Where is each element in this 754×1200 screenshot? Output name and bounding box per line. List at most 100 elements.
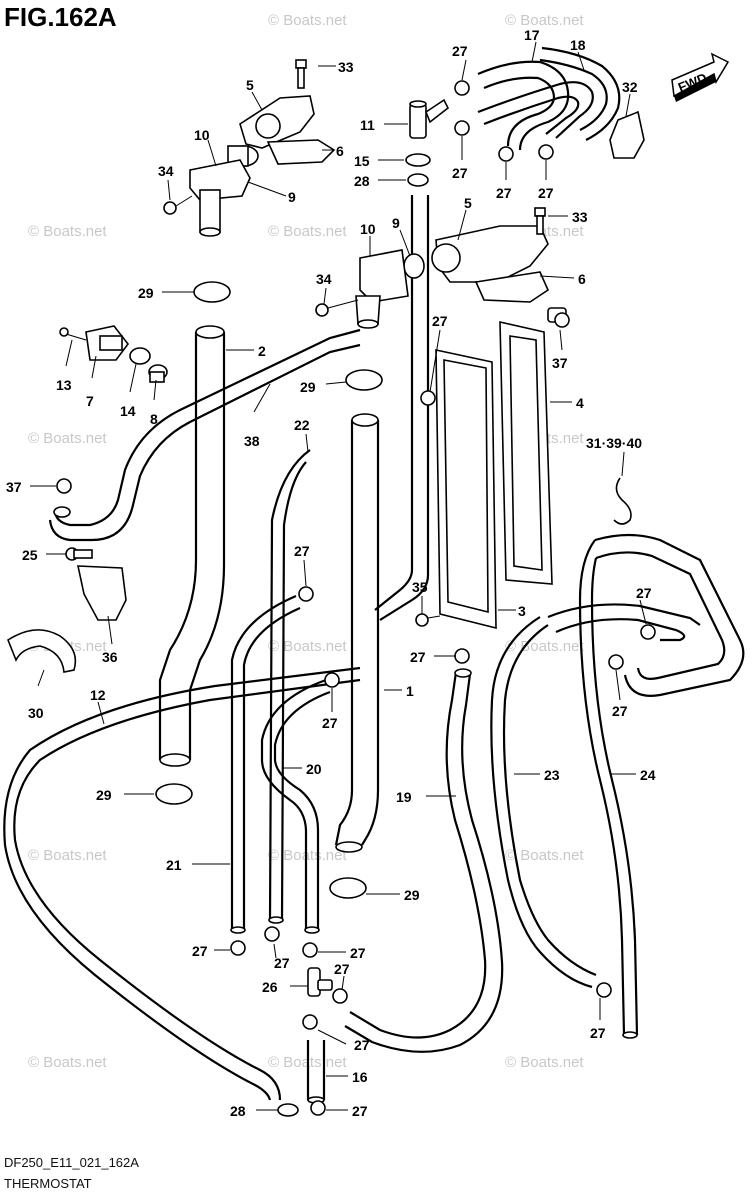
callout-3: 3 <box>518 603 526 619</box>
clamp-29 <box>345 369 383 391</box>
watermark: © Boats.net <box>505 638 584 655</box>
callout-23: 23 <box>544 767 560 783</box>
callout-27: 27 <box>352 1103 368 1119</box>
callout-9: 9 <box>288 189 296 205</box>
gasket-4 <box>499 320 553 585</box>
callout-21: 21 <box>166 857 182 873</box>
watermark: © Boats.net <box>505 1054 584 1071</box>
callout-28: 28 <box>230 1103 246 1119</box>
callout-27: 27 <box>452 165 468 181</box>
watermark: © Boats.net <box>28 847 107 864</box>
callout-8: 8 <box>150 411 158 427</box>
callout-6: 6 <box>336 143 344 159</box>
watermark: © Boats.net <box>268 847 347 864</box>
callout-27: 27 <box>322 715 338 731</box>
figure-title: FIG.162A <box>4 2 117 32</box>
callout-27: 27 <box>636 585 652 601</box>
clamp-28-top <box>407 173 429 187</box>
callout-20: 20 <box>306 761 322 777</box>
callout-27: 27 <box>334 961 350 977</box>
callout-22: 22 <box>294 417 310 433</box>
watermark: © Boats.net <box>268 12 347 29</box>
thermostat-housing-lower <box>315 225 550 329</box>
o-ring-14 <box>129 347 151 365</box>
watermark: © Boats.net <box>28 1054 107 1071</box>
callout-24: 24 <box>640 767 656 783</box>
hose-18 <box>539 58 608 131</box>
callout-27: 27 <box>590 1025 606 1041</box>
callout-27: 27 <box>350 945 366 961</box>
bolt-33-top <box>295 59 307 89</box>
callout-26: 26 <box>262 979 278 995</box>
diagram-code: DF250_E11_021_162A <box>4 1155 139 1170</box>
callout-18: 18 <box>570 37 586 53</box>
callout-31-39-40: 31·39·40 <box>586 435 642 451</box>
callout-19: 19 <box>396 789 412 805</box>
hose-38 <box>53 328 361 527</box>
callout-25: 25 <box>22 547 38 563</box>
callout-2: 2 <box>258 343 266 359</box>
callout-27: 27 <box>294 543 310 559</box>
hose-17 <box>477 60 570 151</box>
callout-11: 11 <box>360 117 375 133</box>
callout-9: 9 <box>392 215 400 231</box>
callout-29: 29 <box>138 285 154 301</box>
hose-1 <box>334 420 354 846</box>
diagram-subtitle: THERMOSTAT <box>4 1176 92 1191</box>
clamp-29 <box>155 783 193 805</box>
callout-4: 4 <box>576 395 584 411</box>
parts <box>7 59 656 1117</box>
callout-29: 29 <box>300 379 316 395</box>
cover-3 <box>435 349 497 630</box>
callout-5: 5 <box>464 195 472 211</box>
hose-23 <box>502 624 597 977</box>
bracket-32 <box>609 110 645 159</box>
hose-24 <box>578 539 626 1036</box>
callout-27: 27 <box>432 313 448 329</box>
callout-6: 6 <box>578 271 586 287</box>
hose-19 <box>349 671 487 1039</box>
watermark: © Boats.net <box>505 12 584 29</box>
callout-16: 16 <box>352 1069 368 1085</box>
watermark: © Boats.net <box>28 430 107 447</box>
sensor-7 <box>59 325 130 361</box>
thermostat-housing-upper <box>163 95 336 237</box>
callout-30: 30 <box>28 705 44 721</box>
callout-13: 13 <box>56 377 72 393</box>
watermark: © Boats.net <box>268 638 347 655</box>
fwd-arrow-icon: FWD <box>671 52 730 102</box>
watermark: © Boats.net <box>268 223 347 240</box>
watermark: © Boats.net <box>28 223 107 240</box>
hose-2 <box>158 332 198 760</box>
callout-5: 5 <box>246 77 254 93</box>
callout-27: 27 <box>496 185 512 201</box>
callout-27: 27 <box>538 185 554 201</box>
callout-33: 33 <box>572 209 588 225</box>
clamp-28-bottom <box>277 1103 299 1117</box>
joint-26 <box>307 967 333 997</box>
clamp-29 <box>329 877 367 899</box>
callout-27: 27 <box>354 1037 370 1053</box>
clamp-30 <box>7 629 77 673</box>
callout-35: 35 <box>412 579 428 595</box>
bolt-33-mid <box>534 207 546 235</box>
fitting-11 <box>409 98 450 139</box>
callout-32: 32 <box>622 79 638 95</box>
callout-29: 29 <box>404 887 420 903</box>
hose-12 <box>13 678 361 1101</box>
callout-17: 17 <box>524 27 540 43</box>
callout-27: 27 <box>274 955 290 971</box>
callouts: 33 5 6 10 9 34 27 17 18 32 11 15 28 27 2… <box>6 27 656 1119</box>
callout-7: 7 <box>86 393 94 409</box>
callout-27: 27 <box>612 703 628 719</box>
callout-27: 27 <box>452 43 468 59</box>
bolt-35 <box>415 613 441 627</box>
clamp-29 <box>193 281 231 303</box>
callout-37: 37 <box>552 355 568 371</box>
plug-8 <box>148 364 168 383</box>
callout-34: 34 <box>316 271 332 287</box>
clip-31 <box>613 477 632 525</box>
callout-10: 10 <box>194 127 210 143</box>
callout-1: 1 <box>406 683 414 699</box>
